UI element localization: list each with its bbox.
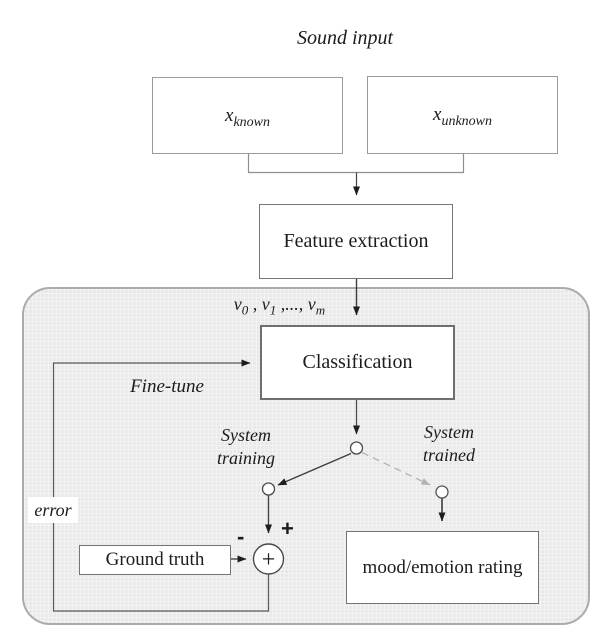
system-trained-label: System trained	[423, 422, 475, 465]
fine-tune-label: Fine-tune	[130, 376, 204, 397]
switch-node	[349, 441, 364, 455]
node-x-unknown: xunknown	[367, 76, 558, 154]
arrow-trained-branch	[361, 451, 431, 486]
feature-extraction-label: Feature extraction	[283, 230, 429, 252]
trained-contact-node	[435, 485, 449, 499]
node-mood-rating: mood/emotion rating	[346, 531, 539, 604]
summation-node	[252, 543, 285, 575]
summation-plus-sign: +	[281, 516, 294, 541]
input-merge-connector	[247, 154, 465, 174]
node-feature-extraction: Feature extraction	[259, 204, 453, 279]
ground-truth-label: Ground truth	[105, 549, 205, 570]
system-training-label: System training	[216, 425, 275, 468]
feature-vector-label: v0 , v1 ,..., vm	[233, 294, 326, 318]
training-contact-node	[261, 482, 276, 496]
classification-label: Classification	[302, 351, 413, 373]
summation-minus-sign: -	[237, 524, 245, 549]
summation-symbol: +	[262, 547, 276, 573]
error-label: error	[28, 497, 78, 523]
arrow-training-branch	[277, 452, 352, 486]
error-feedback-loop	[52, 359, 270, 612]
node-classification: Classification	[260, 325, 455, 400]
diagram-title: Sound input	[296, 27, 394, 49]
x-unknown-label: xunknown	[433, 104, 492, 129]
node-x-known: xknown	[152, 77, 343, 154]
node-ground-truth: Ground truth	[79, 545, 231, 575]
mood-rating-label: mood/emotion rating	[362, 556, 523, 578]
x-known-label: xknown	[225, 104, 270, 130]
